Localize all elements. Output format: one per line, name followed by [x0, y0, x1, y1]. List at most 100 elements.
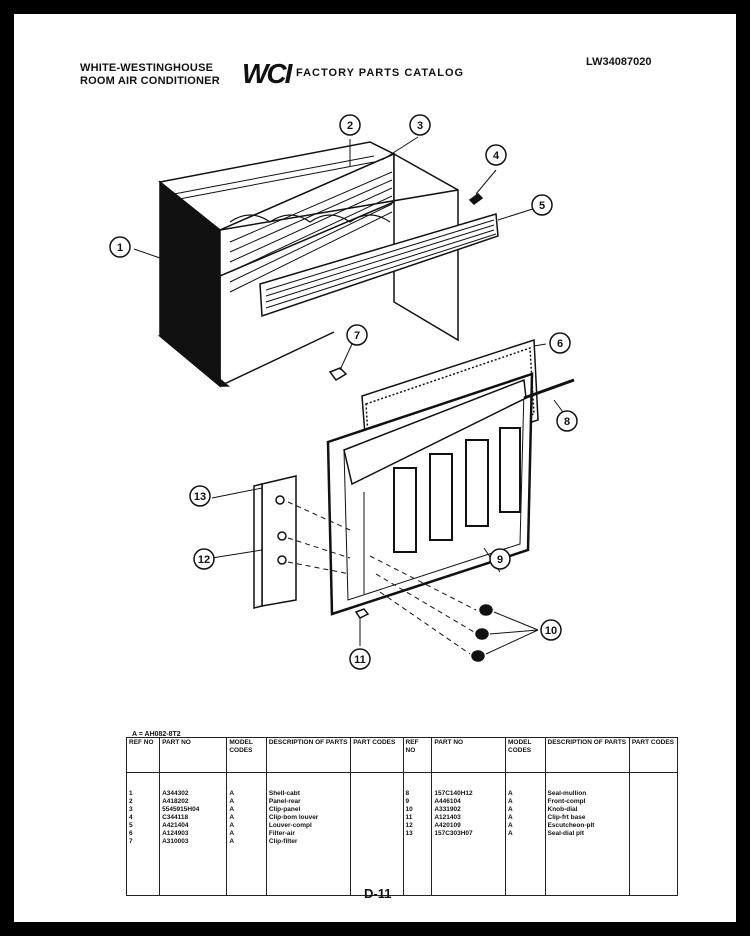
ref-5: 5 [129, 822, 133, 829]
callout-label-2: 2 [347, 120, 353, 132]
desc-2: Panel-rear [268, 798, 301, 805]
col-model-codes: MODEL CODES [226, 737, 267, 773]
part-1: A344302 [162, 790, 189, 797]
catalog-page: WHITE-WESTINGHOUSE ROOM AIR CONDITIONER … [14, 14, 736, 922]
desc-5: Louver-compl [268, 822, 312, 829]
part-6: A124903 [162, 830, 189, 837]
callout-label-13: 13 [194, 491, 206, 503]
panel-clip [328, 367, 348, 381]
desc-4: Clip-bom louver [268, 814, 319, 821]
escutcheon-plate [253, 475, 297, 609]
part-10: A331902 [434, 806, 461, 813]
exploded-parts-diagram: 1 2 3 4 5 6 7 8 9 10 11 12 13 [109, 114, 578, 670]
part-13: 157C303H07 [434, 830, 473, 837]
col-model-codes-2: MODEL CODES [505, 737, 546, 773]
model-4: A [229, 814, 235, 821]
model-8: A [508, 790, 513, 797]
desc-13: Seal-dial plt [547, 830, 584, 837]
desc-9: Front-compl [547, 798, 586, 805]
callout-label-6: 6 [557, 338, 563, 350]
model-12: A [508, 822, 513, 829]
ref-10: 10 [405, 806, 413, 813]
ref-12: 12 [405, 822, 413, 829]
callout-label-8: 8 [564, 416, 570, 428]
catalog-number: LW34087020 [586, 56, 652, 68]
right-part-codes-cell [628, 772, 679, 896]
desc-11: Clip-frt base [547, 814, 586, 821]
callout-7 [346, 324, 368, 346]
desc-12: Escutcheon-plt [547, 822, 595, 829]
col-part-no-2: PART NO [431, 737, 507, 773]
desc-6: Filter-air [268, 830, 295, 837]
callout-label-3: 3 [417, 120, 423, 132]
ref-2: 2 [129, 798, 133, 805]
parts-table: REF NO PART NO MODEL CODES DESCRIPTION O… [125, 737, 679, 896]
desc-10: Knob-dial [547, 806, 578, 813]
right-ref-cell: 8 9 10 11 12 13 [402, 772, 433, 896]
part-5: A421404 [162, 822, 189, 829]
part-11: A121403 [434, 814, 461, 821]
front-panel [326, 372, 575, 616]
callout-1 [109, 236, 131, 258]
ref-3: 3 [129, 806, 133, 813]
ref-11: 11 [405, 814, 413, 821]
ref-7: 7 [129, 838, 133, 845]
callout-label-11: 11 [354, 654, 366, 666]
part-2: A418202 [162, 798, 189, 805]
brand-line-2: ROOM AIR CONDITIONER [80, 75, 220, 87]
model-11: A [508, 814, 513, 821]
ref-1: 1 [129, 790, 133, 797]
ref-13: 13 [405, 830, 413, 837]
cabinet-shell [157, 141, 499, 388]
callout-3 [409, 114, 431, 136]
part-8: 157C140H12 [434, 790, 473, 797]
model-5: A [229, 822, 235, 829]
callout-12 [193, 548, 215, 570]
ref-8: 8 [405, 790, 410, 797]
callout-label-12: 12 [198, 554, 210, 566]
ref-4: 4 [129, 814, 133, 821]
part-12: A420109 [434, 822, 461, 829]
brand-block: WHITE-WESTINGHOUSE ROOM AIR CONDITIONER [80, 62, 220, 88]
model-2: A [229, 798, 235, 805]
callout-6 [549, 332, 571, 354]
col-part-codes-2: PART CODES [628, 737, 679, 773]
callout-bubbles [109, 114, 578, 670]
part-3: 5545915H04 [162, 806, 200, 813]
model-key: A = AH082-8T2 [132, 731, 181, 738]
right-desc-cell: Seal-mullion Front-compl Knob-dial Clip-… [544, 772, 630, 896]
left-desc-cell: Shell-cabt Panel-rear Clip-panel Clip-bo… [265, 772, 352, 896]
callout-label-5: 5 [539, 200, 545, 212]
col-ref-no-2: REF NO [402, 737, 433, 773]
knob-dials [471, 604, 493, 662]
parts-table-body: 1 2 3 4 5 6 7 A344302 A418202 5545915H04… [125, 772, 679, 896]
callout-2 [339, 114, 361, 136]
part-4: C344118 [162, 814, 189, 821]
col-part-no: PART NO [159, 737, 228, 773]
callout-4 [485, 144, 507, 166]
callout-label-10: 10 [545, 625, 557, 637]
model-10: A [508, 806, 513, 813]
wci-logo: WCI [242, 58, 292, 89]
model-9: A [508, 798, 513, 805]
left-part-cell: A344302 A418202 5545915H04 C344118 A4214… [159, 772, 228, 896]
right-part-cell: 157C140H12 A446104 A331902 A121403 A4201… [431, 772, 507, 896]
page-number: D-11 [364, 886, 392, 901]
right-model-cell: A A A A A A [505, 772, 546, 896]
callout-label-1: 1 [117, 242, 123, 254]
part-7: A310003 [162, 838, 189, 845]
ref-6: 6 [129, 830, 133, 837]
front-base-clip [354, 608, 370, 619]
ref-9: 9 [405, 798, 410, 805]
col-part-codes: PART CODES [350, 737, 404, 773]
left-ref-cell: 1 2 3 4 5 6 7 [125, 772, 161, 896]
louver-clip [468, 193, 484, 205]
model-7: A [229, 838, 235, 845]
col-ref-no: REF NO [125, 737, 161, 773]
catalog-title: FACTORY PARTS CATALOG [296, 67, 465, 79]
callout-label-4: 4 [493, 150, 500, 162]
callout-11 [349, 648, 371, 670]
desc-8: Seal-mullion [547, 790, 587, 797]
callout-13 [189, 485, 211, 507]
part-9: A446104 [434, 798, 461, 805]
